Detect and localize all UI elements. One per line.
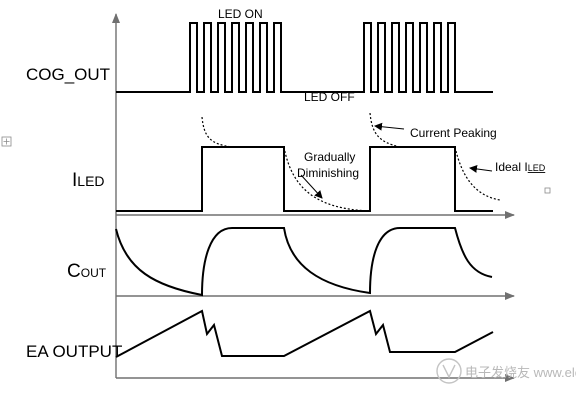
led-off-annotation: LED OFF (304, 90, 355, 104)
iled-decay-curve-2 (454, 146, 501, 201)
iled-peak-curve-1 (201, 116, 233, 148)
current-peaking-annotation: Current Peaking (410, 126, 497, 140)
cout-label: COUT (67, 261, 107, 282)
move-handle-icon[interactable] (1, 136, 12, 147)
iled-waveform (116, 146, 493, 212)
iled-label: ILED (72, 170, 105, 191)
current-peaking-arrow (374, 122, 405, 131)
cog-out-waveform (116, 22, 493, 93)
led-on-annotation: LED ON (218, 7, 263, 21)
cog-out-label: COG_OUT (26, 65, 110, 84)
iled-decay-curve-1 (283, 146, 371, 212)
svg-text:电子发烧友 www.elecfans.com: 电子发烧友 www.elecfans.com (465, 365, 576, 380)
cout-waveform (115, 227, 493, 297)
resize-handle-icon[interactable] (544, 187, 551, 194)
ideal-iled-annotation: Ideal ILED (495, 160, 546, 174)
diminishing-arrow (300, 174, 323, 199)
ea-output-label: EA OUTPUT (26, 342, 122, 361)
ea-output-waveform (115, 309, 494, 358)
gradually-annotation: Gradually (304, 150, 355, 164)
iled-peak-curve-2 (369, 112, 401, 148)
watermark-logo: 电子发烧友 www.elecfans.com (436, 358, 576, 384)
diminishing-annotation: Diminishing (297, 166, 359, 180)
ideal-iled-arrow (469, 164, 493, 173)
